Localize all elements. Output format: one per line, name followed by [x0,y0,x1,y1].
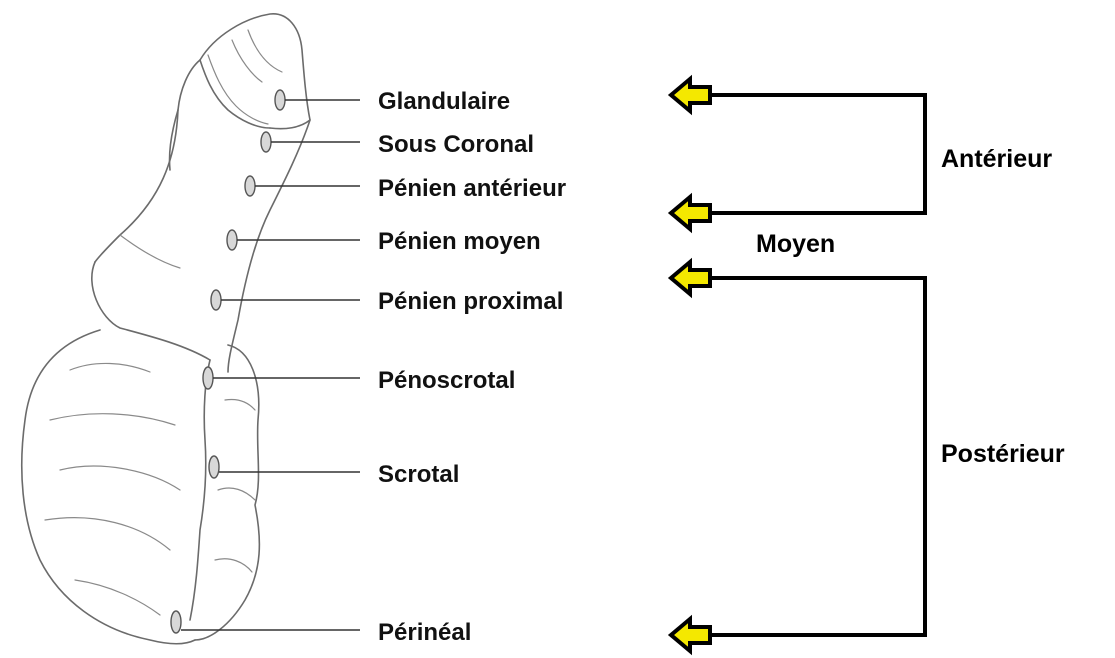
arrow-left-icon [671,619,710,651]
level-label-scrotal: Scrotal [378,461,459,488]
level-label-distal-penile: Pénien antérieur [378,175,566,202]
fold-8 [215,559,252,572]
meatus-scrotal [209,456,219,478]
meatus-midshaft [227,230,237,250]
scrotal-raphe [190,360,210,620]
anterior-bracket [708,95,925,213]
group-label-middle: Moyen [756,230,835,258]
group-label-anterior: Antérieur [941,145,1052,173]
group-label-posterior: Postérieur [941,440,1065,468]
level-label-perineal: Périnéal [378,619,471,646]
level-label-midshaft: Pénien moyen [378,228,541,255]
fold-6 [225,399,255,410]
fold-9 [120,235,180,268]
arrow-left-icon [671,262,710,294]
corona-ridge [200,60,270,128]
level-label-proximal-penile: Pénien proximal [378,288,563,315]
leader-lines [181,100,360,630]
level-label-subcoronal: Sous Coronal [378,131,534,158]
meatus-penoscrotal [203,367,213,389]
meatus-distal-penile [245,176,255,196]
level-labels: Glandulaire Sous Coronal Pénien antérieu… [378,88,566,646]
fold-5 [75,580,160,615]
arrow-left-icon [671,79,710,111]
meatus-subcoronal [261,132,271,152]
level-label-glandular: Glandulaire [378,88,510,115]
glans-outline [200,14,310,129]
meatus-glandular [275,90,285,110]
upper-body-outline [92,262,210,360]
fold-7 [218,488,255,500]
shaft-ventral-outline [228,120,310,372]
level-label-penoscrotal: Pénoscrotal [378,367,515,394]
arrow-left-icon [671,197,710,229]
group-labels: Antérieur Moyen Postérieur [756,145,1065,468]
glans-texture [232,30,282,82]
group-arrows [671,79,710,651]
meatus-perineal [171,611,181,633]
group-brackets [708,95,925,635]
fold-4 [45,518,170,550]
meatus-proximal-penile [211,290,221,310]
corona-ridge-inner [208,55,268,124]
fold-2 [50,414,175,425]
penis-scrotum-sketch [22,14,310,644]
fold-1 [70,363,150,372]
posterior-bracket [708,278,925,635]
shaft-left-outline [95,60,200,262]
fold-3 [60,466,180,490]
left-side-outline [22,330,195,644]
